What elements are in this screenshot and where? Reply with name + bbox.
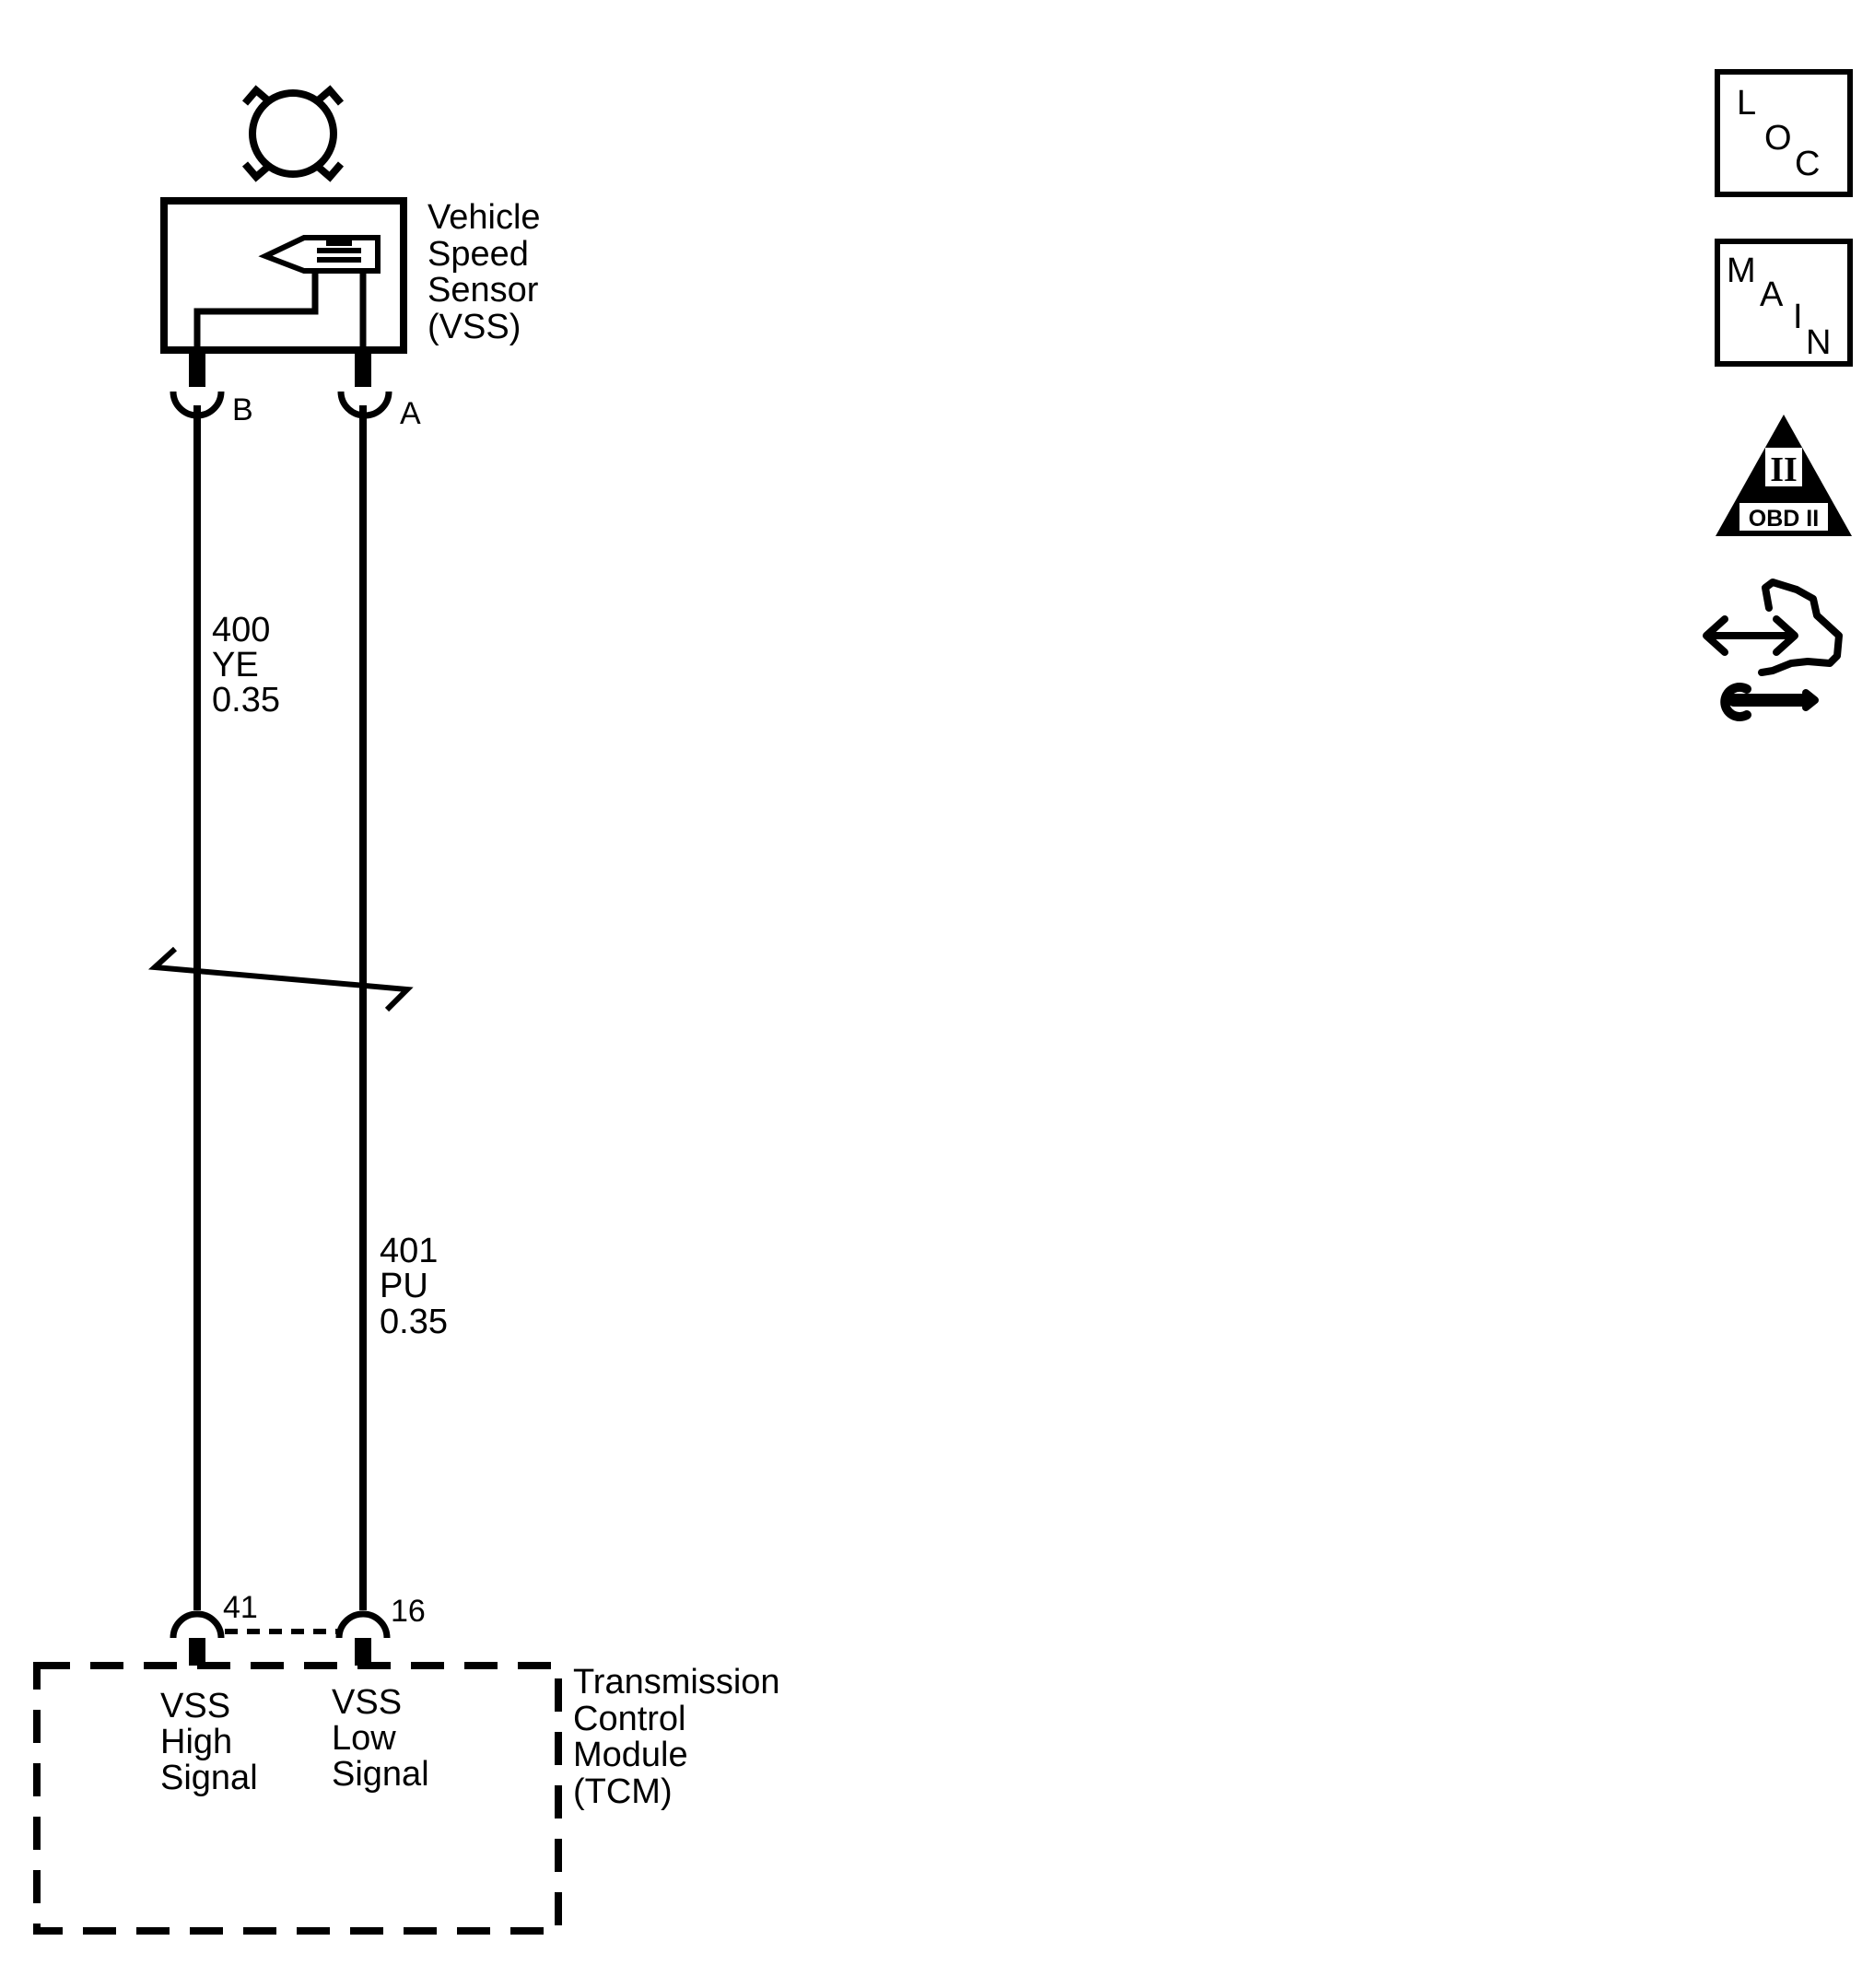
sensor-name-line-1: Vehicle (428, 198, 541, 237)
main-letter-n: N (1806, 323, 1831, 362)
module-name-line-1: Transmission (573, 1663, 780, 1701)
sensor-terminals (170, 350, 392, 419)
twisted-pair-marker (147, 946, 414, 1012)
obd-numeral: II (1770, 450, 1798, 489)
terminal-low-line-1: VSS (332, 1683, 402, 1722)
sensor-name-line-4: (VSS) (428, 308, 521, 346)
loc-letter-l: L (1737, 84, 1756, 123)
wire-400-circuit: 400 (212, 611, 270, 649)
module-body (33, 1662, 562, 1935)
sensor-pin-a: A (400, 396, 421, 431)
obd-label: OBD II (1749, 506, 1819, 532)
module-terminals (170, 1610, 391, 1666)
main-letter-a: A (1760, 275, 1784, 314)
sensor-location-icon (241, 85, 345, 182)
terminal-low-line-3: Signal (332, 1755, 429, 1794)
wire-401-color: PU (380, 1267, 428, 1305)
sensor-name-line-3: Sensor (428, 271, 539, 310)
module-name-line-3: Module (573, 1736, 688, 1774)
wire-401-circuit: 401 (380, 1232, 438, 1270)
sensor-body (160, 197, 407, 354)
loc-button[interactable]: L O C (1715, 69, 1853, 197)
wire-401-gauge: 0.35 (380, 1303, 448, 1341)
module-pin-41: 41 (223, 1590, 258, 1625)
module-pin-16: 16 (391, 1594, 426, 1629)
terminal-high-line-1: VSS (160, 1687, 230, 1725)
terminal-high-line-3: Signal (160, 1759, 258, 1797)
obd-ii-button[interactable]: II OBD II (1716, 415, 1852, 536)
loc-letter-c: C (1795, 145, 1820, 183)
sensor-symbol-icon (193, 235, 381, 364)
main-letter-m: M (1727, 251, 1756, 290)
terminal-high-line-2: High (160, 1723, 232, 1761)
wire-400-gauge: 0.35 (212, 681, 280, 719)
sensor-name-line-2: Speed (428, 235, 529, 274)
main-letter-i: I (1793, 298, 1803, 336)
loc-letter-o: O (1764, 119, 1792, 158)
hand-wrench-icon[interactable] (1703, 579, 1843, 721)
wire-400-color: YE (212, 646, 259, 684)
main-button[interactable]: M A I N (1715, 239, 1853, 367)
module-name-line-2: Control (573, 1700, 686, 1738)
terminal-low-line-2: Low (332, 1719, 396, 1758)
sensor-pin-b: B (232, 392, 253, 427)
module-name-line-4: (TCM) (573, 1772, 673, 1811)
